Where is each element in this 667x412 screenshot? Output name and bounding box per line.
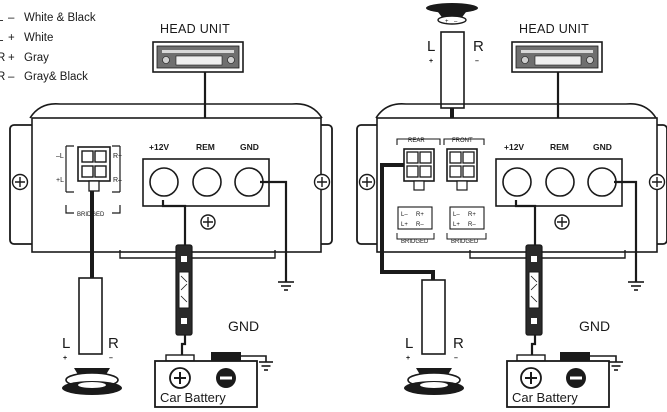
- speaker-top-right: + – L R + –: [426, 3, 484, 109]
- pin-l-minus: [81, 150, 94, 163]
- amp-top-contour: [29, 102, 323, 119]
- legend-prefix-3: R: [0, 52, 5, 64]
- wire-color-legend: L – White & Black L + White R + Gray R –…: [0, 12, 96, 83]
- pin-l-plus: [81, 165, 94, 178]
- legend-sign-3: +: [8, 52, 15, 64]
- rear-speaker-wire: [380, 163, 435, 280]
- svg-text:–: –: [454, 355, 458, 362]
- terminal-12v: [149, 167, 179, 197]
- rear-bridged-label: BRIDGED: [401, 239, 429, 245]
- rear-mini-r-plus: R+: [416, 212, 424, 218]
- speaker-bottom-label-l: L: [405, 335, 413, 352]
- head-unit-label: HEAD UNIT: [160, 22, 230, 36]
- connector-tab: [88, 180, 100, 192]
- ground-symbol-left: [278, 281, 294, 291]
- battery-label: Car Battery: [160, 390, 226, 405]
- svg-text:–: –: [475, 58, 479, 65]
- ch-label-l-minus: –L: [56, 153, 64, 160]
- head-unit-right: HEAD UNIT: [511, 22, 603, 73]
- terminal-label-12v-right: +12V: [504, 142, 524, 152]
- legend-prefix-1: L: [0, 12, 4, 24]
- speaker-top-base: [426, 3, 478, 13]
- svg-text:+: +: [63, 355, 67, 362]
- terminal-rem: [192, 167, 222, 197]
- ch-label-r-minus: R–: [113, 177, 122, 184]
- svg-text:–: –: [454, 19, 458, 25]
- ch-label-l-plus: +L: [56, 177, 64, 184]
- rear-label: REAR: [408, 138, 425, 144]
- four-channel-diagram: + – L R + – HEAD UNIT: [356, 3, 667, 408]
- gnd-wire-right: [614, 180, 638, 282]
- front-mini-r-minus: R–: [468, 222, 476, 228]
- rear-mini-r-minus: R–: [416, 222, 424, 228]
- battery-gnd-label-right: GND: [579, 318, 610, 334]
- head-unit-left: HEAD UNIT: [152, 22, 244, 73]
- power-wire-left: [161, 200, 187, 245]
- speaker-top-sleeve: [440, 31, 465, 109]
- battery-negative-post: [211, 352, 241, 361]
- legend-prefix-4: R: [0, 71, 5, 83]
- legend-sign-4: –: [8, 71, 15, 83]
- legend-prefix-2: L: [0, 32, 4, 44]
- speaker-bottom-right: L R + –: [404, 279, 464, 395]
- fuse-holder-left: [175, 244, 193, 336]
- front-bridged-label: BRIDGED: [451, 239, 479, 245]
- terminal-label-rem: REM: [196, 142, 215, 152]
- terminal-gnd: [234, 167, 264, 197]
- speaker-left: L R + –: [62, 270, 122, 395]
- speaker-connectors-right: REAR FRONT L– R+ L+ R–: [396, 138, 487, 245]
- front-mini-l-plus: L+: [453, 222, 460, 228]
- legend-sign-1: –: [8, 12, 15, 24]
- speaker-label-r: R: [108, 335, 119, 352]
- pin-r-plus: [94, 150, 107, 163]
- svg-text:+: +: [429, 58, 433, 65]
- power-terminals-right: +12V REM GND: [495, 142, 623, 207]
- ch-label-r-plus: R+: [113, 153, 122, 160]
- front-label: FRONT: [452, 138, 473, 144]
- svg-text:+: +: [445, 19, 449, 25]
- speaker-cable-sleeve: [78, 277, 103, 355]
- legend-color-1: White & Black: [24, 12, 96, 24]
- head-unit-knob-left: [162, 56, 170, 64]
- svg-text:+: +: [406, 355, 410, 362]
- battery-gnd-label: GND: [228, 318, 259, 334]
- speaker-label-l: L: [62, 335, 70, 352]
- head-unit-knob-right: [227, 56, 235, 64]
- power-wire-right: [514, 200, 537, 245]
- fuse-holder-right: [525, 244, 543, 336]
- head-unit-display: [175, 55, 223, 66]
- rear-mini-l-plus: L+: [401, 222, 408, 228]
- amp-base-foot: [119, 250, 276, 259]
- svg-text:–: –: [109, 355, 113, 362]
- car-battery-left: Car Battery GND: [154, 318, 273, 408]
- amplifier-left: –L +L R+ R– BRIDGED +12V REM GND: [9, 102, 333, 259]
- amplifier-right: REAR FRONT L– R+ L+ R–: [356, 102, 667, 259]
- power-terminals-left: +12V REM GND: [142, 142, 270, 207]
- legend-sign-2: +: [8, 32, 15, 44]
- speaker-bottom-label-r: R: [453, 335, 464, 352]
- car-battery-right: Car Battery GND: [506, 318, 623, 408]
- battery-label-right: Car Battery: [512, 390, 578, 405]
- head-unit-slot: [162, 50, 234, 53]
- terminal-label-gnd: GND: [240, 142, 259, 152]
- bridged-diagram: HEAD UNIT –L +L: [9, 22, 333, 408]
- legend-color-2: White: [24, 32, 53, 44]
- speaker-top-label-r: R: [473, 38, 484, 55]
- legend-color-4: Gray& Black: [24, 71, 88, 83]
- speaker-top-label-l: L: [427, 38, 435, 55]
- terminal-label-12v: +12V: [149, 142, 169, 152]
- front-mini-l-minus: L–: [453, 212, 460, 218]
- head-unit-label-right: HEAD UNIT: [519, 22, 589, 36]
- gnd-wire-left: [260, 180, 288, 282]
- front-mini-r-plus: R+: [468, 212, 476, 218]
- terminal-label-rem-right: REM: [550, 142, 569, 152]
- pin-r-minus: [94, 165, 107, 178]
- legend-color-3: Gray: [24, 52, 49, 64]
- terminal-label-gnd-right: GND: [593, 142, 612, 152]
- rear-mini-l-minus: L–: [401, 212, 408, 218]
